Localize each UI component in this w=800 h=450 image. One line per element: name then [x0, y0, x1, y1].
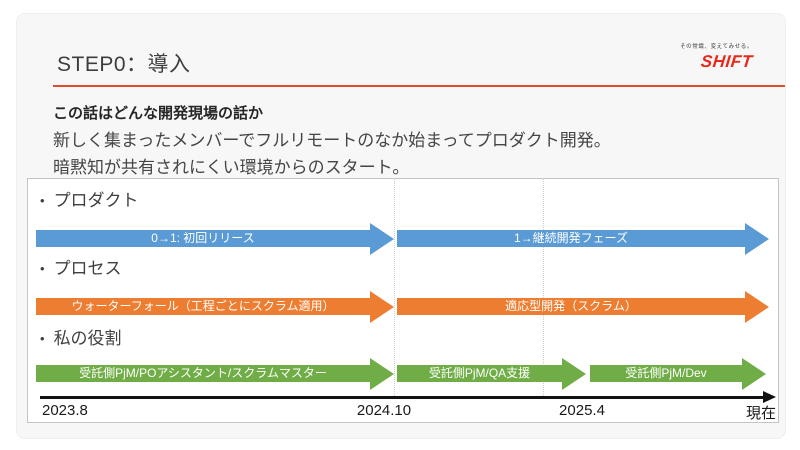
arrow-label: 適応型開発（スクラム）	[505, 299, 637, 313]
row-label-text: 私の役割	[53, 329, 122, 348]
row-label-process: • プロセス	[40, 254, 122, 279]
arrowhead-icon	[562, 357, 586, 390]
arrowhead-icon	[370, 290, 394, 323]
title-divider-line	[53, 85, 785, 87]
row-label-product: • プロダクト	[40, 186, 139, 211]
slide-title: STEP0：導入	[57, 53, 191, 76]
shift-logo-wordmark: SHIFT	[700, 51, 754, 71]
arrow-role-phase2: 受託側PjM/QA支援	[397, 357, 586, 390]
axis-tick-2025-4: 2025.4	[559, 402, 605, 419]
arrow-label: 受託側PjM/POアシスタント/スクラムマスター	[79, 366, 327, 380]
arrowhead-icon	[370, 222, 394, 255]
arrow-product-phase1: 0→1: 初回リリース	[36, 222, 394, 255]
arrow-role-phase3: 受託側PjM/Dev	[590, 357, 766, 390]
intro-heading: この話はどんな開発現場の話か	[53, 105, 264, 122]
arrow-process-phase1: ウォーターフォール（工程ごとにスクラム適用）	[36, 290, 394, 323]
arrow-label: 受託側PjM/QA支援	[428, 366, 531, 380]
intro-text-line: 暗黙知が共有されにくい環境からのスタート。	[53, 158, 410, 177]
arrow-label: 受託側PjM/Dev	[625, 366, 707, 380]
row-label-my-role: • 私の役割	[40, 324, 122, 349]
arrow-role-phase1: 受託側PjM/POアシスタント/スクラムマスター	[36, 357, 394, 390]
shift-logo: その常識、変えてみせる。 SHIFT	[680, 44, 754, 71]
bullet-icon: •	[40, 331, 45, 346]
arrowhead-icon	[742, 357, 766, 390]
arrowhead-icon	[745, 222, 769, 255]
arrowhead-icon	[745, 290, 769, 323]
arrow-label: 1→継続開発フェーズ	[513, 231, 629, 245]
arrow-label: 0→1: 初回リリース	[151, 231, 255, 245]
time-axis-arrowhead-icon	[763, 391, 776, 403]
arrow-label: ウォーターフォール（工程ごとにスクラム適用）	[71, 299, 335, 313]
arrowhead-icon	[370, 357, 394, 390]
arrow-product-phase2: 1→継続開発フェーズ	[397, 222, 769, 255]
arrow-process-phase2: 適応型開発（スクラム）	[397, 290, 769, 323]
intro-text-line: 新しく集まったメンバーでフルリモートのなか始まってプロダクト開発。	[53, 131, 611, 150]
axis-tick-2024-10: 2024.10	[356, 402, 412, 419]
axis-tick-2023-8: 2023.8	[42, 402, 88, 419]
row-label-text: プロセス	[53, 259, 122, 278]
timeline-gridline	[543, 178, 544, 396]
row-label-text: プロダクト	[53, 191, 139, 210]
logo-tagline: その常識、変えてみせる。	[680, 44, 753, 50]
bullet-icon: •	[40, 261, 45, 276]
axis-tick-now: 現在	[745, 405, 776, 422]
timeline-gridline	[394, 178, 395, 396]
time-axis-line	[40, 396, 764, 399]
bullet-icon: •	[40, 193, 45, 208]
